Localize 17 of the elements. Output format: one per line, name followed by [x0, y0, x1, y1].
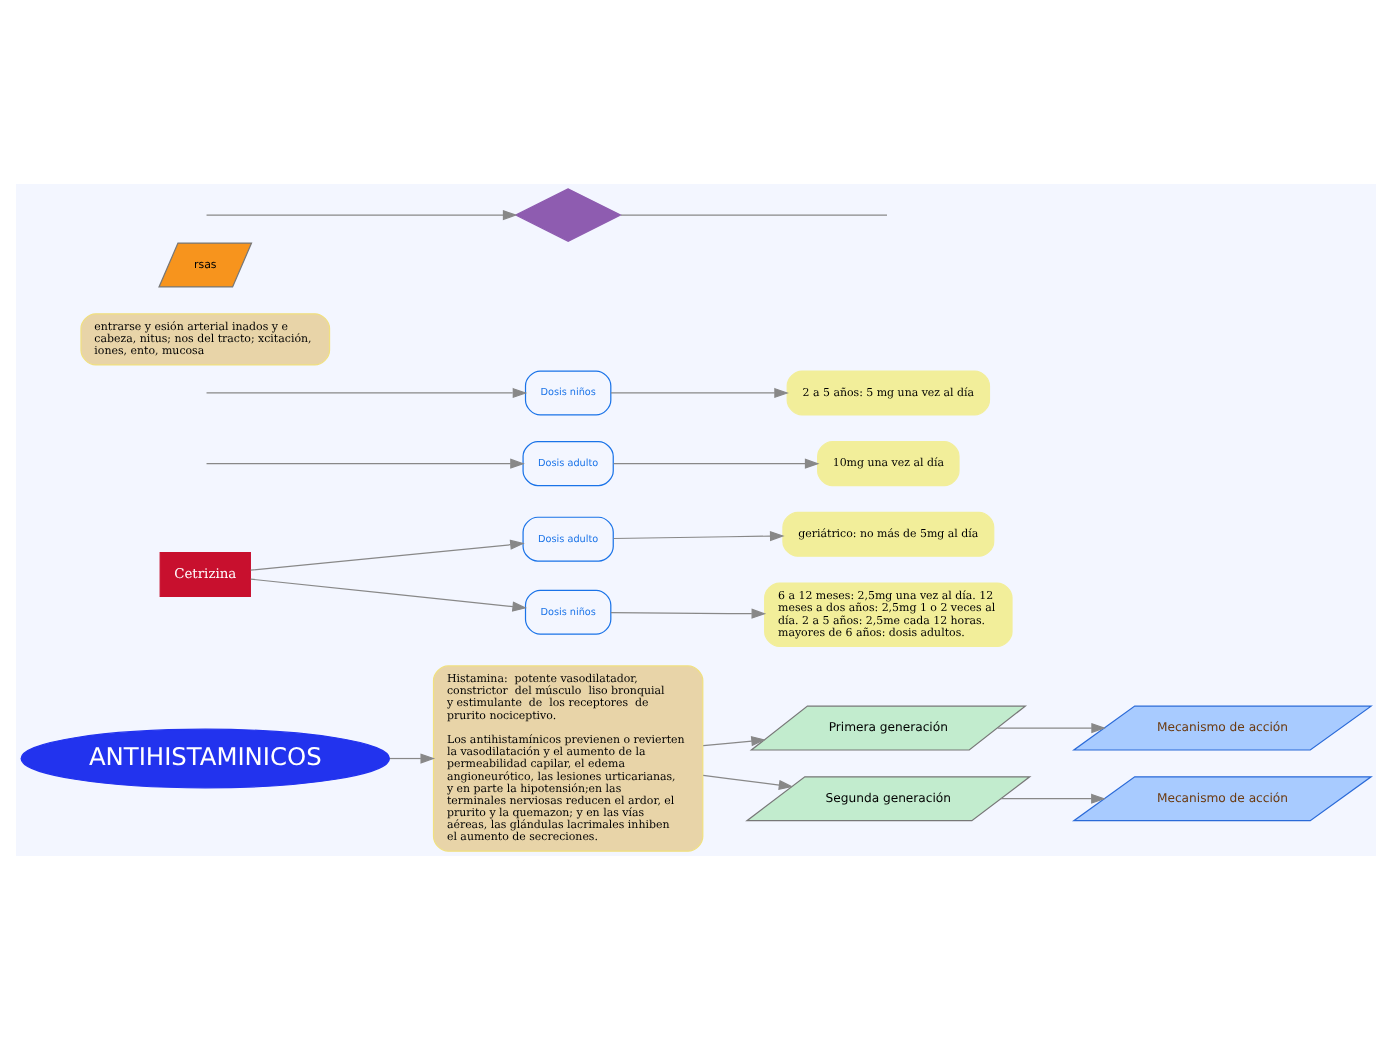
- arrow: [205, 458, 525, 469]
- connector: [620, 214, 888, 216]
- node-diamond: [514, 188, 622, 242]
- arrow: [389, 753, 436, 764]
- arrow: [612, 458, 820, 469]
- arrow: [205, 209, 518, 221]
- arrow: [610, 608, 767, 619]
- arrow: [997, 722, 1106, 734]
- arrow: [205, 387, 528, 399]
- node-ellipse: ANTIHISTAMINICOS: [20, 728, 391, 789]
- arrow: [702, 774, 794, 791]
- arrow: [612, 531, 785, 542]
- arrow: [250, 578, 527, 612]
- arrow: [610, 387, 789, 399]
- arrow: [250, 539, 525, 571]
- arrow: [702, 735, 766, 747]
- arrow: [1000, 793, 1106, 804]
